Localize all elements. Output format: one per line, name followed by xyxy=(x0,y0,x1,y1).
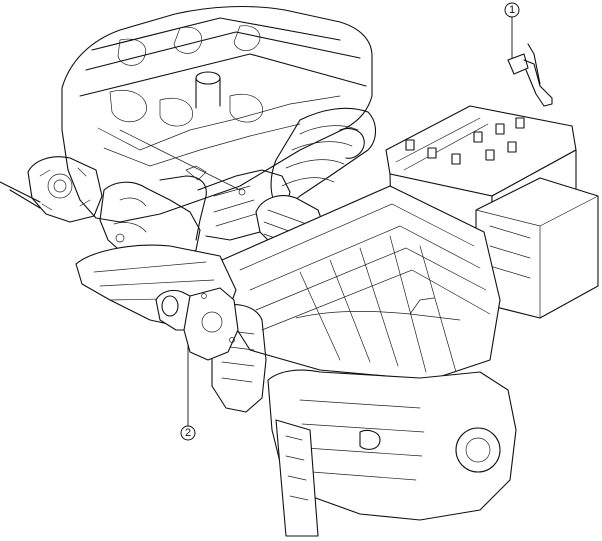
engine-assembly xyxy=(0,5,377,265)
callout-1: 1 xyxy=(504,2,520,58)
starter-motor xyxy=(155,287,239,361)
wiring-details xyxy=(115,129,461,321)
callout-2: 2 xyxy=(180,345,196,441)
sensor-with-bracket xyxy=(507,43,553,107)
callout-2-label: 2 xyxy=(185,427,191,439)
transmission xyxy=(267,369,517,537)
air-cleaner xyxy=(211,185,501,413)
callout-1-label: 1 xyxy=(509,4,515,16)
